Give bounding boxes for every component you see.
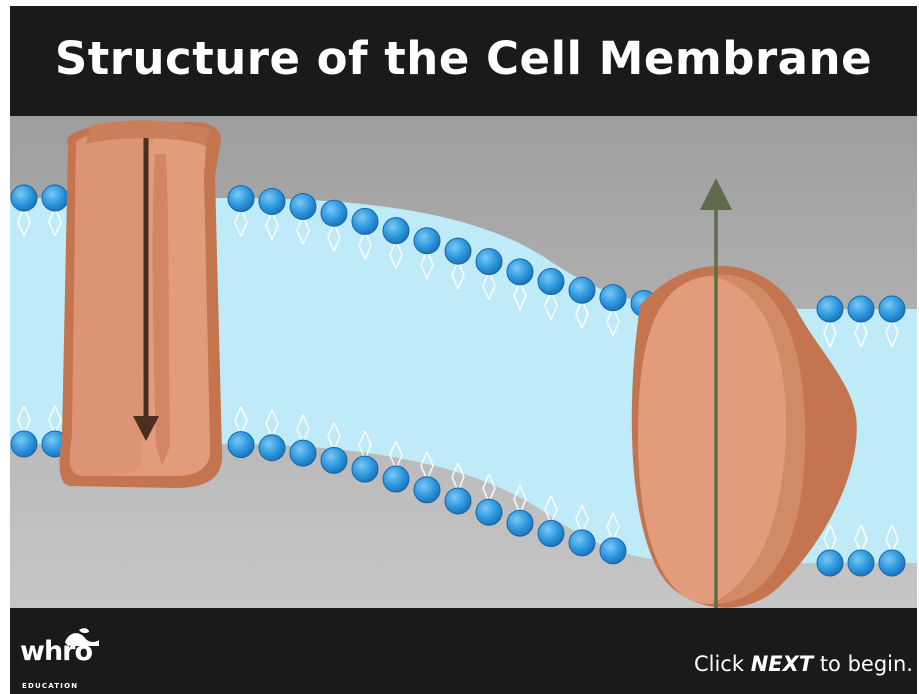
- phospholipid-head: [290, 440, 316, 466]
- phospholipid-head: [42, 185, 68, 211]
- phospholipid-head: [476, 499, 502, 525]
- phospholipid-head: [259, 188, 285, 214]
- phospholipid-head: [321, 200, 347, 226]
- logo-subtitle: EDUCATION: [22, 682, 78, 690]
- phospholipid-head: [817, 550, 843, 576]
- whro-logo[interactable]: whro EDUCATION: [20, 628, 100, 692]
- phospholipid-head: [352, 456, 378, 482]
- phospholipid-head: [569, 530, 595, 556]
- next-instruction: Click NEXT to begin.: [694, 652, 913, 676]
- cta-prefix: Click: [694, 652, 744, 676]
- title-bar: Structure of the Cell Membrane: [10, 6, 917, 116]
- logo-wordmark: whro: [20, 638, 92, 665]
- phospholipid-head: [538, 521, 564, 547]
- channel-protein: [60, 120, 223, 488]
- phospholipid-head: [507, 510, 533, 536]
- phospholipid-head: [445, 488, 471, 514]
- phospholipid-head: [11, 431, 37, 457]
- phospholipid-head: [259, 435, 285, 461]
- phospholipid-head: [569, 277, 595, 303]
- phospholipid-head: [228, 186, 254, 212]
- slide: Structure of the Cell Membrane: [10, 6, 917, 694]
- phospholipid-head: [848, 296, 874, 322]
- phospholipid-head: [383, 218, 409, 244]
- next-keyword[interactable]: NEXT: [751, 652, 813, 676]
- phospholipid-head: [352, 208, 378, 234]
- phospholipid-head: [507, 259, 533, 285]
- phospholipid-head: [879, 550, 905, 576]
- phospholipid-head: [817, 296, 843, 322]
- phospholipid-head: [321, 447, 347, 473]
- phospholipid-head: [879, 296, 905, 322]
- phospholipid-head: [11, 185, 37, 211]
- phospholipid-head: [290, 193, 316, 219]
- slide-title: Structure of the Cell Membrane: [55, 32, 872, 85]
- cta-suffix: to begin.: [820, 652, 913, 676]
- membrane-illustration: [10, 116, 917, 608]
- phospholipid-head: [228, 432, 254, 458]
- phospholipid-head: [538, 269, 564, 295]
- phospholipid-head: [383, 466, 409, 492]
- phospholipid-head: [445, 238, 471, 264]
- phospholipid-head: [476, 249, 502, 275]
- phospholipid-head: [414, 477, 440, 503]
- footer-bar: whro EDUCATION Click NEXT to begin.: [10, 608, 917, 694]
- phospholipid-head: [848, 550, 874, 576]
- phospholipid-head: [600, 285, 626, 311]
- phospholipid-head: [600, 538, 626, 564]
- phospholipid-head: [414, 228, 440, 254]
